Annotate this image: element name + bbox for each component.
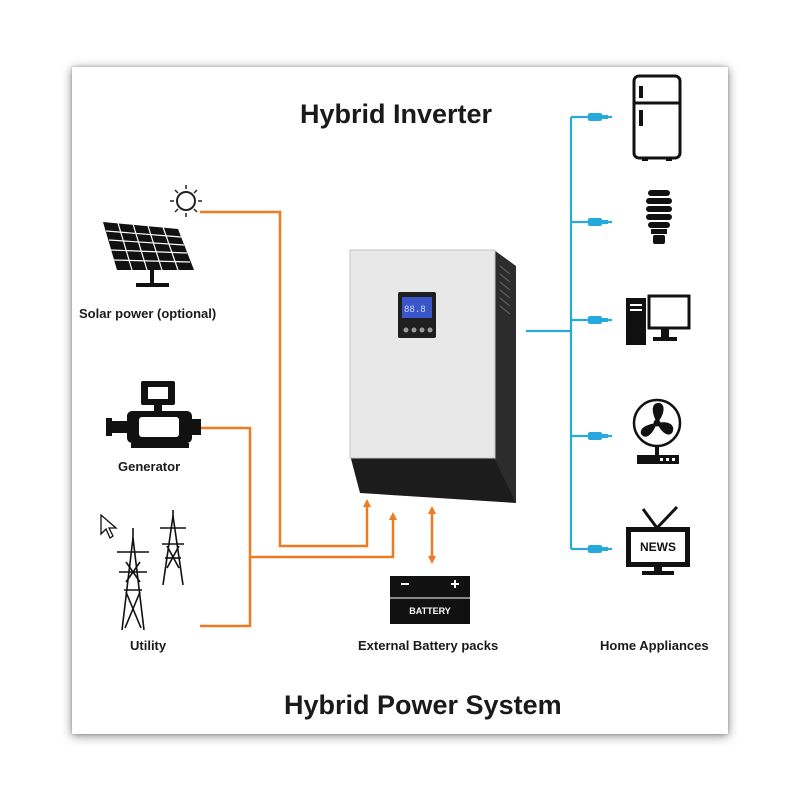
power-tower-icon (117, 510, 186, 631)
mouse-cursor-icon (100, 514, 118, 539)
generator-label: Generator (118, 459, 181, 474)
home-appliances-label: Home Appliances (600, 638, 709, 653)
generator-utility-line (200, 426, 252, 628)
inverter-device: 88.8 (349, 249, 516, 503)
solar-line (200, 210, 371, 548)
news-text: NEWS (640, 540, 676, 554)
svg-text:88.8: 88.8 (404, 305, 426, 315)
fan-icon (632, 398, 682, 464)
plug-icons (588, 113, 608, 553)
computer-icon (626, 294, 691, 345)
diagram-title: Hybrid Inverter (300, 99, 493, 129)
solar-label: Solar power (optional) (79, 306, 217, 321)
load-connection-lines (526, 115, 612, 551)
battery-icon: BATTERY (390, 576, 470, 624)
grid-line (250, 512, 397, 559)
light-bulb-icon (646, 190, 672, 244)
battery-label: BATTERY (409, 606, 451, 616)
solar-panel-icon (103, 185, 202, 287)
refrigerator-icon (632, 74, 682, 161)
battery-packs-label: External Battery packs (358, 638, 499, 653)
utility-label: Utility (130, 638, 167, 653)
source-connection-lines (200, 210, 436, 628)
generator-icon (106, 381, 201, 448)
diagram-footer-title: Hybrid Power System (284, 690, 562, 720)
television-icon: NEWS (626, 505, 690, 575)
